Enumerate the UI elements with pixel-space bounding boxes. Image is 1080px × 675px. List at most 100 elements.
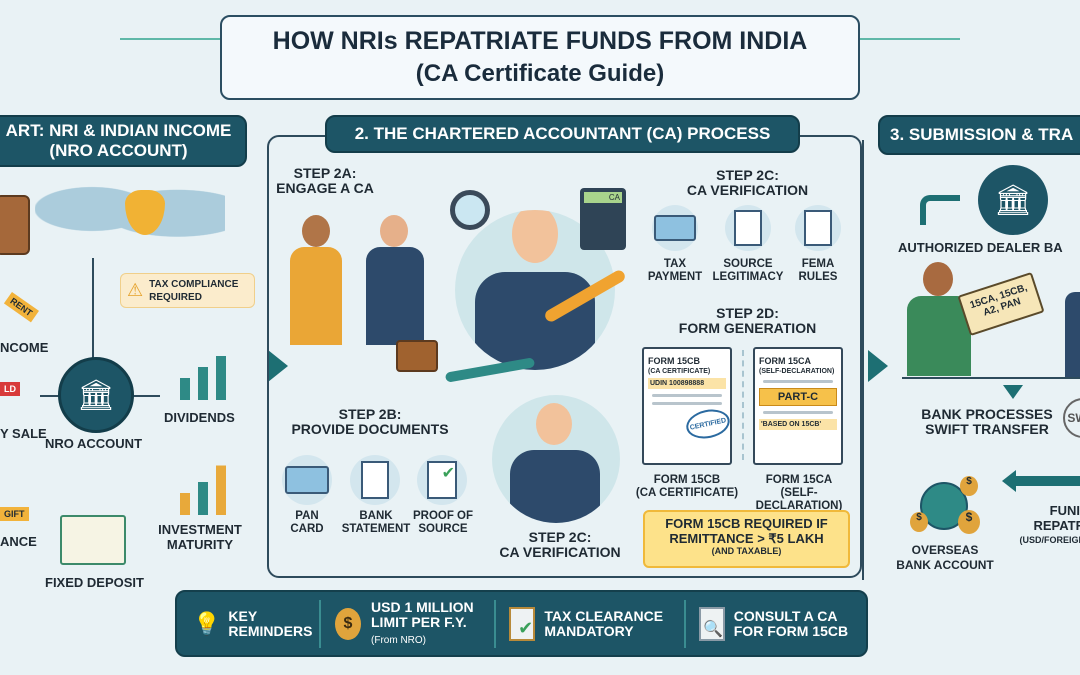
step2c-title: STEP 2C:CA VERIFICATION xyxy=(660,168,835,198)
investment-maturity-label: INVESTMENT MATURITY xyxy=(158,522,242,552)
tax-compliance-badge: ⚠ TAX COMPLIANCE REQUIRED xyxy=(120,273,255,308)
udin-number: UDIN 100898888 xyxy=(648,378,726,389)
authorized-dealer-bank-icon: 🏛 xyxy=(978,165,1048,235)
handshake-illustration xyxy=(290,215,430,345)
reminder-key-text: KEY REMINDERS xyxy=(228,607,313,639)
step2c-lower-sub: CA VERIFICATION xyxy=(499,544,621,560)
section2-header: 2. THE CHARTERED ACCOUNTANT (CA) PROCESS xyxy=(325,115,800,153)
form15cb-doc-sub: (CA CERTIFICATE) xyxy=(648,368,711,375)
sold-tag: LD xyxy=(0,382,20,396)
nro-bank-icon: 🏛 xyxy=(58,357,134,433)
step2c-lower-label: STEP 2C: xyxy=(528,529,592,545)
rent-tag: RENT xyxy=(3,291,39,323)
title-box: HOW NRIs REPATRIATE FUNDS FROM INDIA (CA… xyxy=(220,15,860,100)
overseas-line2: BANK ACCOUNT xyxy=(896,558,994,572)
form15ca-caption-sub: (SELF-DECLARATION) xyxy=(755,487,843,512)
handover-ground-line xyxy=(902,377,1080,379)
flow-arrow-1-to-2 xyxy=(268,350,288,382)
briefcase-icon xyxy=(396,340,438,372)
suitcase-icon xyxy=(0,195,30,255)
step2d-sub: FORM GENERATION xyxy=(678,320,817,336)
swift-globe-icon: SW xyxy=(1063,398,1080,438)
form15cb-doc-title: FORM 15CB xyxy=(648,356,701,366)
reminder-limit: $ USD 1 MILLION LIMIT PER F.Y. (From NRO) xyxy=(321,598,496,648)
tax-payment-label: TAX PAYMENT xyxy=(647,258,703,283)
reminder-consult-ca: 🔍 CONSULT A CA FOR FORM 15CB xyxy=(686,600,866,648)
gift-tag: GIFT xyxy=(0,507,29,521)
bank-statement-icon xyxy=(350,455,400,505)
funds-line1: FUNI xyxy=(1049,503,1080,518)
form15cb-requirement-callout: FORM 15CB REQUIRED IF REMITTANCE > ₹5 LA… xyxy=(643,510,850,568)
step2b-title: STEP 2B:PROVIDE DOCUMENTS xyxy=(285,407,455,437)
step2c-lower-title: STEP 2C:CA VERIFICATION xyxy=(480,530,640,560)
dividends-label: DIVIDENDS xyxy=(164,410,235,425)
ca-professional-illustration xyxy=(455,210,615,370)
reminder-tax-clearance: ✔ TAX CLEARANCE MANDATORY xyxy=(496,599,686,648)
form15cb-caption: FORM 15CB(CA CERTIFICATE) xyxy=(632,474,742,500)
step2b-label: STEP 2B: xyxy=(338,406,402,422)
certified-stamp: CERTIFIED xyxy=(683,405,733,443)
reminder-key: 💡 KEY REMINDERS xyxy=(181,599,321,648)
funds-line2: REPATR xyxy=(1033,518,1080,533)
step2c-label: STEP 2C: xyxy=(716,167,779,183)
bank-processes-line2: SWIFT TRANSFER xyxy=(925,421,1049,437)
form15ca-doc-sub: (SELF-DECLARATION) xyxy=(759,368,835,375)
overseas-line1: OVERSEAS xyxy=(911,543,979,557)
document-handover-illustration xyxy=(905,262,1080,377)
section1-header-line2: (NRO ACCOUNT) xyxy=(49,141,188,160)
circuit-line-left xyxy=(120,38,220,40)
connector-vertical xyxy=(92,258,94,358)
money-bag-icon-1: $ xyxy=(960,476,978,496)
clipboard-check-icon: ✔ xyxy=(508,606,536,642)
calculator-icon: CA xyxy=(580,188,626,250)
step2d-title: STEP 2D:FORM GENERATION xyxy=(660,306,835,336)
pan-card-icon xyxy=(282,455,332,505)
section1-header: ART: NRI & INDIAN INCOME (NRO ACCOUNT) xyxy=(0,115,247,167)
section1-header-line1: ART: NRI & INDIAN INCOME xyxy=(5,121,232,140)
investment-chart-icon xyxy=(170,460,235,515)
ca-verification-illustration xyxy=(492,395,620,523)
reminder-tax-clearance-text: TAX CLEARANCE MANDATORY xyxy=(544,607,664,639)
bank-processes-line1: BANK PROCESSES xyxy=(921,406,1053,422)
fema-rules-icon xyxy=(795,205,841,251)
inheritance-label: ANCE xyxy=(0,534,37,549)
nro-account-label: NRO ACCOUNT xyxy=(45,436,143,451)
step2d-label: STEP 2D: xyxy=(716,305,779,321)
title-main: HOW NRIs REPATRIATE FUNDS FROM INDIA xyxy=(272,27,808,55)
money-bag-icon-2: $ xyxy=(958,510,980,534)
circuit-line-right xyxy=(860,38,960,40)
step2a-sub: ENGAGE A CA xyxy=(276,180,374,196)
proof-of-source-label: PROOF OF SOURCE xyxy=(412,510,474,535)
fixed-deposit-certificate-icon xyxy=(60,515,126,565)
callout-line1: FORM 15CB REQUIRED IF xyxy=(665,516,828,531)
authorized-dealer-bank-label: AUTHORIZED DEALER BA xyxy=(898,240,1063,255)
form15cb-caption-sub: (CA CERTIFICATE) xyxy=(635,487,739,499)
bank-turn-arrow xyxy=(920,195,960,225)
form15cb-caption-title: FORM 15CB xyxy=(653,474,721,486)
funds-arrow-head xyxy=(1002,470,1016,492)
fixed-deposit-label: FIXED DEPOSIT xyxy=(45,575,144,590)
document-search-icon: 🔍 xyxy=(698,606,726,642)
magnifier-icon xyxy=(450,190,490,230)
tax-compliance-text: TAX COMPLIANCE REQUIRED xyxy=(149,278,239,303)
rental-income-label: NCOME xyxy=(0,340,49,355)
fema-rules-label: FEMA RULES xyxy=(798,258,838,283)
callout-line2: REMITTANCE > ₹5 LAKH xyxy=(669,531,824,546)
form15ca-caption: FORM 15CA(SELF-DECLARATION) xyxy=(740,474,858,513)
money-bag-icon-3: $ xyxy=(910,512,928,532)
proof-of-source-icon: ✔ xyxy=(417,455,467,505)
money-bag-icon: $ xyxy=(333,606,363,642)
callout-line3: (AND TAXABLE) xyxy=(711,546,782,556)
down-arrow-icon xyxy=(1003,385,1023,399)
reminder-limit-text: USD 1 MILLION LIMIT PER F.Y. xyxy=(371,598,474,630)
step2a-label: STEP 2A: xyxy=(293,165,357,181)
reminder-limit-sub: (From NRO) xyxy=(371,634,426,646)
section3-left-border xyxy=(862,140,864,580)
funds-return-arrow xyxy=(1010,476,1080,486)
source-legitimacy-label: SOURCE LEGITIMACY xyxy=(712,258,784,283)
step2a-title: STEP 2A:ENGAGE A CA xyxy=(255,166,395,196)
step2c-sub: CA VERIFICATION xyxy=(686,182,809,198)
form15ca-doc-title: FORM 15CA xyxy=(759,356,812,366)
